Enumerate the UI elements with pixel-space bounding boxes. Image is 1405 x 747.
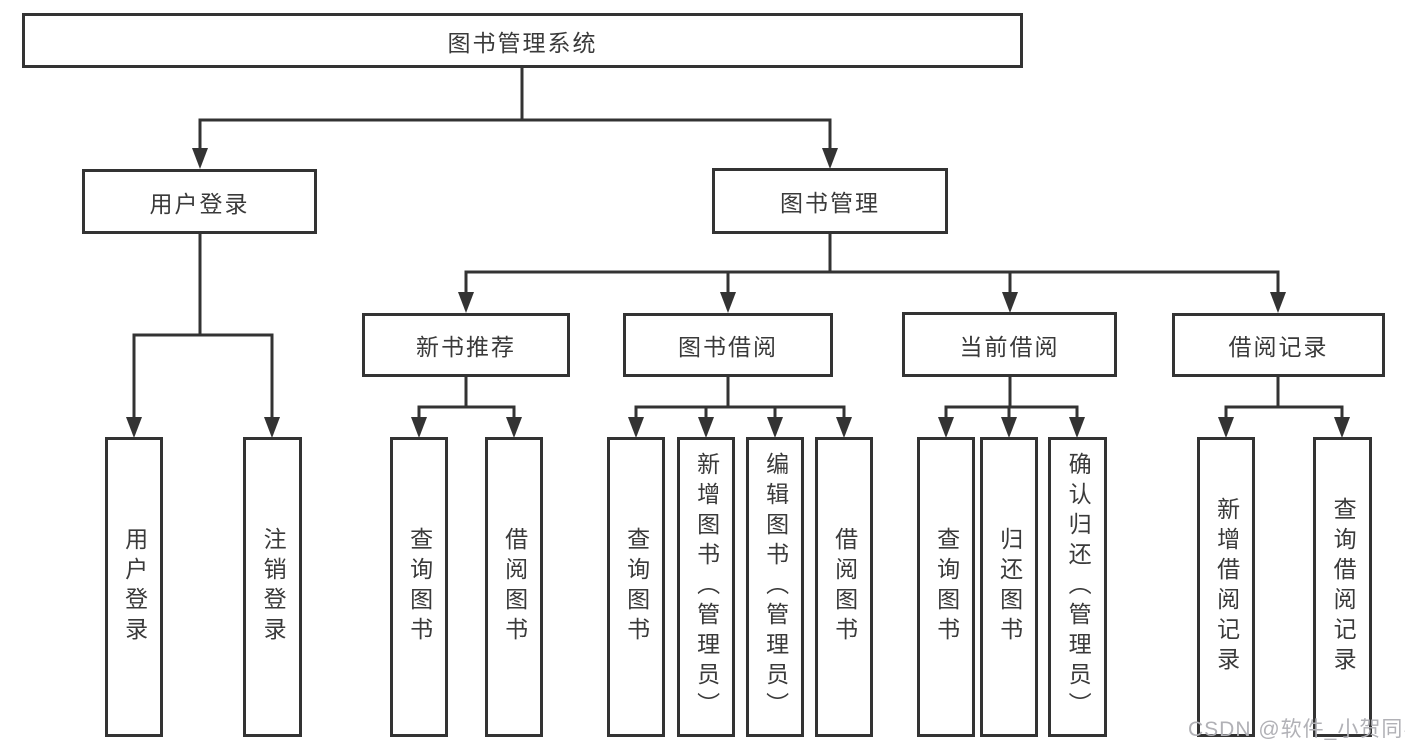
leaf-edit-books-admin: 编辑图书（管理员） xyxy=(746,437,804,737)
node-label: 查询借阅记录 xyxy=(1330,497,1357,677)
arrow-down-icon xyxy=(1334,417,1350,438)
node-label: 注销登录 xyxy=(260,527,287,647)
leaf-user-login: 用户登录 xyxy=(105,437,163,737)
node-label: 新增借阅记录 xyxy=(1213,497,1240,677)
node-label: 借阅图书 xyxy=(501,527,528,647)
arrow-down-icon xyxy=(264,417,280,438)
arrow-down-icon xyxy=(1218,417,1234,438)
node-label: 编辑图书（管理员） xyxy=(762,452,789,722)
node-book-management: 图书管理 xyxy=(712,168,948,234)
leaf-return-books: 归还图书 xyxy=(980,437,1038,737)
leaf-logout: 注销登录 xyxy=(243,437,302,737)
arrow-down-icon xyxy=(458,292,474,313)
arrow-down-icon xyxy=(1001,417,1017,438)
connector-path xyxy=(132,66,1344,422)
node-label: 借阅图书 xyxy=(831,527,858,647)
node-label: 确认归还（管理员） xyxy=(1065,452,1092,722)
arrow-down-icon xyxy=(698,417,714,438)
leaf-borrow-books: 借阅图书 xyxy=(815,437,873,737)
arrow-down-icon xyxy=(720,292,736,313)
arrow-down-icon xyxy=(628,417,644,438)
arrow-down-icon xyxy=(1002,292,1018,313)
node-user-login: 用户登录 xyxy=(82,169,317,234)
arrow-down-icon xyxy=(192,148,208,169)
arrow-down-icon xyxy=(1069,417,1085,438)
leaf-confirm-return-admin: 确认归还（管理员） xyxy=(1048,437,1107,737)
arrow-down-icon xyxy=(126,417,142,438)
arrow-down-icon xyxy=(938,417,954,438)
node-label: 查询图书 xyxy=(623,527,650,647)
arrow-down-icon xyxy=(822,148,838,169)
node-label: 用户登录 xyxy=(121,527,148,647)
csdn-watermark: CSDN @软件_小贺同学 xyxy=(1188,718,1405,741)
node-new-book-recommend: 新书推荐 xyxy=(362,313,570,377)
arrow-down-icon xyxy=(506,417,522,438)
arrow-down-icon xyxy=(767,417,783,438)
leaf-query-books-recommend: 查询图书 xyxy=(390,437,448,737)
node-library-system: 图书管理系统 xyxy=(22,13,1023,68)
node-borrow-records: 借阅记录 xyxy=(1172,313,1385,377)
node-label: 查询图书 xyxy=(933,527,960,647)
arrow-down-icon xyxy=(836,417,852,438)
node-label: 归还图书 xyxy=(996,527,1023,647)
leaf-query-books-current: 查询图书 xyxy=(917,437,975,737)
node-book-borrow: 图书借阅 xyxy=(623,313,833,377)
arrow-down-icons xyxy=(126,148,1350,438)
arrow-down-icon xyxy=(1270,292,1286,313)
leaf-query-borrow-record: 查询借阅记录 xyxy=(1313,437,1372,737)
node-current-borrow: 当前借阅 xyxy=(902,312,1117,377)
node-label: 新增图书（管理员） xyxy=(693,452,720,722)
node-label: 查询图书 xyxy=(406,527,433,647)
leaf-borrow-books-recommend: 借阅图书 xyxy=(485,437,543,737)
leaf-add-books-admin: 新增图书（管理员） xyxy=(677,437,735,737)
leaf-query-books-borrow: 查询图书 xyxy=(607,437,665,737)
leaf-add-borrow-record: 新增借阅记录 xyxy=(1197,437,1255,737)
arrow-down-icon xyxy=(411,417,427,438)
